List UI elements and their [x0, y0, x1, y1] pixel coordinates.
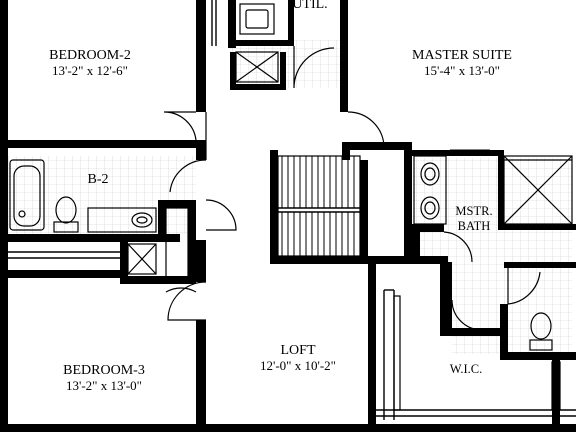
mstr-bath-line2: BATH	[457, 219, 491, 233]
sink-icon	[420, 162, 440, 186]
sink-icon	[131, 212, 153, 228]
bedroom-3-name: BEDROOM-3	[63, 363, 145, 378]
wic-name: W.I.C.	[449, 362, 483, 376]
tile-areas	[8, 40, 572, 354]
room-label-bedroom-3: BEDROOM-3 13'-2" x 13'-0"	[63, 363, 145, 393]
toilet-icon	[53, 221, 79, 233]
room-label-util: UTIL.	[292, 0, 327, 12]
util-name: UTIL.	[292, 0, 328, 12]
room-label-master-suite: MASTER SUITE 15'-4" x 13'-0"	[412, 48, 512, 78]
room-label-loft: LOFT 12'-0" x 10'-2"	[260, 343, 336, 373]
room-label-mstr-bath: MSTR. BATH	[455, 204, 492, 234]
room-label-b-2: B-2	[88, 172, 109, 187]
room-label-wic: W.I.C.	[450, 362, 483, 377]
bedroom-2-name: BEDROOM-2	[49, 48, 131, 63]
bedroom-2-dims: 13'-2" x 12'-6"	[52, 63, 128, 78]
loft-dims: 12'-0" x 10'-2"	[260, 358, 336, 373]
master-suite-name: MASTER SUITE	[412, 48, 512, 63]
loft-name: LOFT	[280, 343, 316, 358]
bedroom-3-dims: 13'-2" x 13'-0"	[66, 378, 142, 393]
windows	[1, 60, 490, 410]
master-suite-dims: 15'-4" x 13'-0"	[424, 63, 500, 78]
room-label-bedroom-2: BEDROOM-2 13'-2" x 12'-6"	[49, 48, 131, 78]
fixtures	[9, 3, 573, 411]
mstr-bath-line1: MSTR.	[455, 204, 493, 218]
b-2-name: B-2	[87, 172, 109, 187]
washer-icon	[235, 51, 279, 83]
sink-icon	[420, 196, 440, 220]
bathtub-icon	[9, 159, 45, 231]
toilet-icon	[529, 339, 553, 351]
shower-icon	[503, 155, 573, 225]
doors	[163, 46, 541, 331]
staircase	[277, 155, 361, 257]
